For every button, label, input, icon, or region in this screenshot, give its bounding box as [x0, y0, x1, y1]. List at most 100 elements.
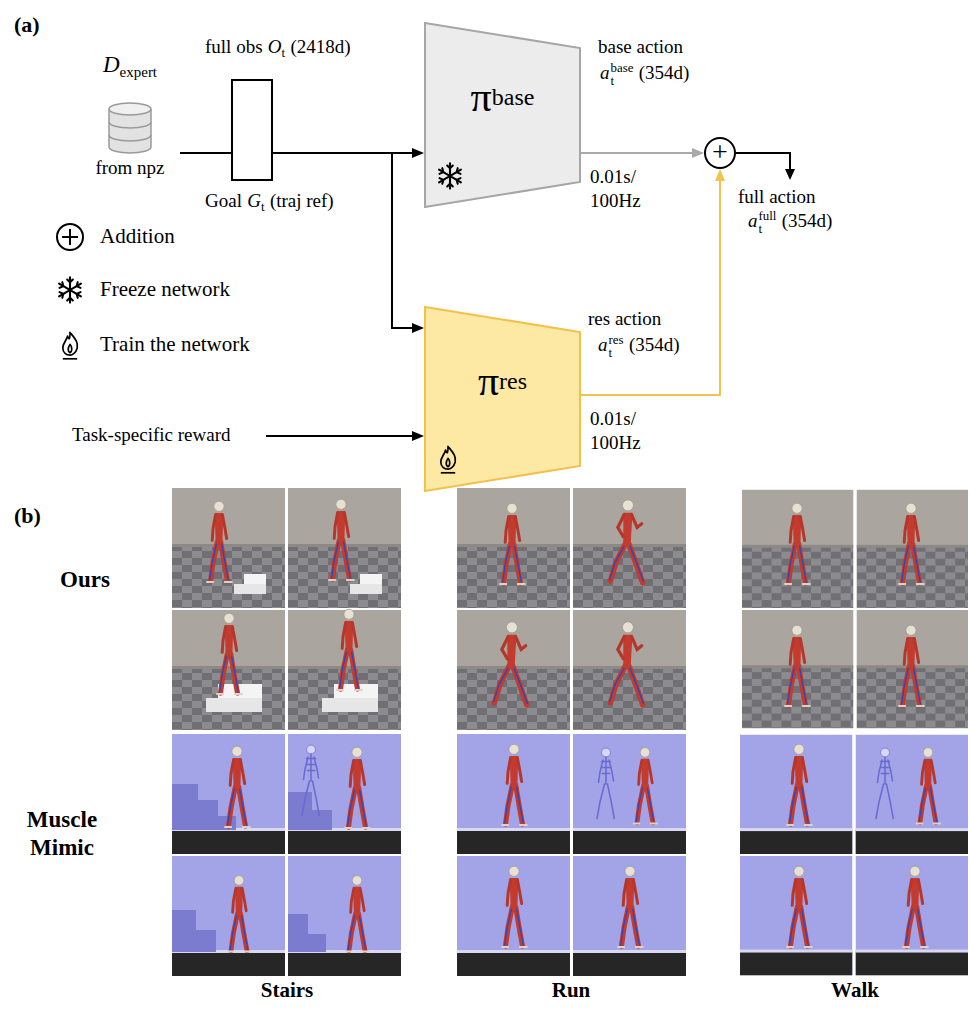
label-text: (traj ref) [270, 190, 334, 211]
connector [180, 153, 424, 333]
label-group: base action [598, 36, 683, 59]
heading-line: Dexpert [80, 52, 180, 81]
label-group: 100Hz [590, 432, 641, 455]
policy-subscript: base [492, 84, 535, 111]
caption-line: from npz [80, 157, 180, 179]
status-icon [441, 446, 456, 472]
node-caption: from npz [95, 157, 164, 178]
policy-subscript: res [499, 368, 527, 395]
sup-sub-stack: fullt [759, 210, 777, 236]
connector [580, 169, 725, 395]
label-text: G [247, 190, 261, 211]
policy-label: πres [424, 306, 581, 492]
label-group: 100Hz [590, 190, 641, 213]
musclemimic-stairs-panel [172, 734, 401, 976]
arrowhead [412, 148, 424, 158]
label-text: 100Hz [590, 190, 641, 211]
label-group: afullt (354d) [748, 210, 832, 236]
trapezoid-outline [424, 306, 581, 492]
label-text: full action [738, 186, 816, 207]
label-text: res [609, 334, 624, 347]
label-group: GoalGt (traj ref) [205, 190, 334, 214]
legend-text: Addition [100, 224, 175, 248]
legend-entry: Freeze network [100, 277, 230, 302]
connector-line [580, 181, 720, 395]
label-text: (354d) [629, 334, 680, 355]
sup-sub-stack: baset [611, 62, 634, 88]
label-text: (a) [14, 12, 40, 37]
label-group: abaset(354d) [600, 62, 689, 88]
dataset-node: Dexpert from npz [80, 52, 180, 179]
musclemimic-walk-panel [740, 735, 968, 976]
label-text: base action [598, 36, 683, 57]
addition-circle: + [704, 137, 736, 169]
connector [180, 80, 424, 158]
policy-label: πbase [424, 22, 581, 208]
label-text: base [611, 62, 634, 75]
trapezoid-shape [425, 23, 580, 207]
label-group: arest (354d) [598, 334, 680, 360]
label-text: t [261, 199, 265, 214]
label-text: a [600, 62, 610, 83]
label-text: full [759, 210, 777, 223]
label-text: (354d) [639, 62, 690, 83]
label-text: full obs [205, 36, 263, 57]
legend-text: Freeze network [100, 277, 230, 301]
residual-policy-trapezoid: πres [424, 306, 581, 492]
musclemimic-run-panel [457, 734, 686, 976]
connector-line [580, 152, 692, 154]
ours-stairs-panel [172, 488, 401, 730]
label-text: a [598, 334, 608, 355]
label-text: Goal [205, 190, 242, 211]
trapezoid-shape [425, 307, 580, 491]
label-group: Muscle Mimic [12, 806, 112, 861]
database-top [109, 103, 151, 115]
label-text: res action [588, 308, 661, 329]
arrowhead [412, 323, 424, 333]
label-text: 0.01s/ [590, 166, 636, 187]
trapezoid-outline [424, 22, 581, 208]
label-group: res action [588, 308, 661, 331]
label-text: Walk [831, 978, 879, 1002]
label-text: (2418d) [290, 36, 350, 57]
base-policy-trapezoid: πbase [424, 22, 581, 208]
label-group: 0.01s/ [590, 408, 636, 431]
label-group: full action [738, 186, 816, 209]
label-group: (a) [14, 12, 40, 38]
label-text: t [759, 223, 777, 236]
label-text: 100Hz [590, 432, 641, 453]
policy-symbol: π [471, 73, 492, 121]
legend-addition-symbol [57, 224, 83, 250]
legend-entry: Train the network [100, 332, 250, 357]
database-icon [107, 101, 153, 155]
label-group: Walk [755, 978, 955, 1003]
label-group: Task-specific reward [72, 424, 231, 447]
legend-text: Train the network [100, 332, 250, 356]
node-subscript: expert [120, 64, 157, 80]
label-text: Task-specific reward [72, 424, 231, 445]
arrowhead [692, 148, 704, 158]
label-text: t [611, 75, 634, 88]
label-group: 0.01s/ [590, 166, 636, 189]
database-bands [109, 122, 151, 141]
node-title: D [103, 52, 120, 77]
sup-sub-stack: rest [609, 334, 624, 360]
connector-line [180, 153, 412, 328]
ours-walk-panel [742, 490, 968, 729]
connector-line [180, 80, 412, 153]
label-text: a [748, 210, 758, 231]
policy-symbol: π [478, 357, 499, 405]
label-text: t [609, 347, 624, 360]
label-text: t [282, 45, 286, 60]
connector [580, 148, 704, 158]
label-text: 0.01s/ [590, 408, 636, 429]
legend-freeze-symbol [59, 277, 81, 302]
label-text: Ours [60, 567, 110, 592]
ours-run-panel [457, 488, 686, 730]
label-group: Stairs [187, 978, 387, 1003]
label-text: (354d) [782, 210, 833, 231]
label-text: Stairs [261, 978, 314, 1002]
label-text: (b) [14, 503, 41, 528]
label-text: Run [552, 978, 591, 1002]
